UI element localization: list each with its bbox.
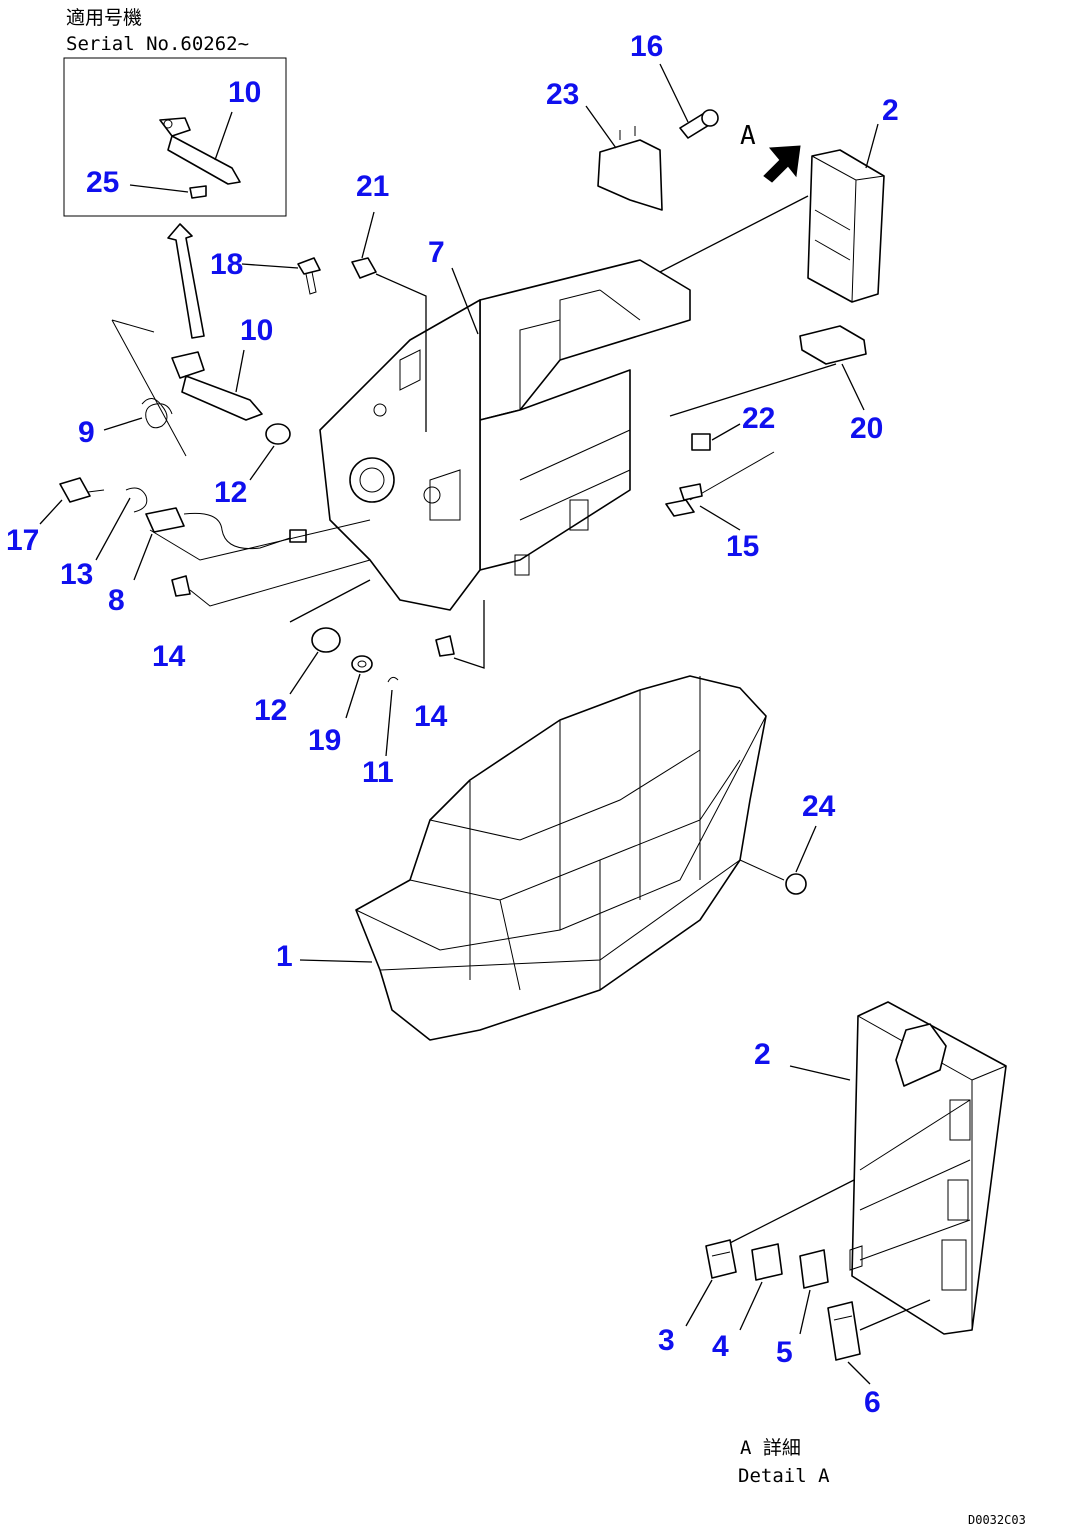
callout-3: 3	[658, 1324, 675, 1357]
callout-12-lower: 12	[254, 694, 287, 727]
part-12-bush-upper	[265, 423, 291, 445]
callout-24: 24	[802, 790, 836, 823]
callout-2-upper: 2	[882, 94, 899, 127]
callout-6: 6	[864, 1386, 881, 1419]
part-17	[59, 477, 105, 503]
callout-17: 17	[6, 524, 39, 557]
callout-labels: 1 2 2 3 4 5 6 7 8 9 10 10 11 12 12 13 14…	[6, 30, 899, 1419]
part-18	[297, 257, 321, 295]
callout-2-detail: 2	[754, 1038, 771, 1071]
callout-7: 7	[428, 236, 445, 269]
callout-10-inset: 10	[228, 76, 261, 109]
callout-13: 13	[60, 558, 93, 591]
callout-25: 25	[86, 166, 119, 199]
callout-4: 4	[712, 1330, 729, 1363]
part-1-cover	[355, 675, 767, 1041]
callout-23: 23	[546, 78, 579, 111]
part-9-spring	[111, 319, 187, 457]
serial-inset-box	[63, 57, 287, 217]
part-23-bracket	[597, 126, 663, 211]
part-20	[799, 325, 867, 365]
callout-22: 22	[742, 402, 775, 435]
connector-3	[705, 1239, 737, 1279]
connector-6	[827, 1301, 861, 1361]
callout-8: 8	[108, 584, 125, 617]
part-16-bolt	[679, 109, 719, 139]
part-2-upper	[807, 149, 885, 303]
detail-subtitle: Detail A	[738, 1465, 830, 1487]
callout-21: 21	[356, 170, 389, 203]
callout-15: 15	[726, 530, 759, 563]
part-12-bush-lower	[311, 627, 341, 653]
detail-a-part-2	[849, 1001, 1007, 1335]
callout-5: 5	[776, 1336, 793, 1369]
view-a-marker: A	[740, 121, 756, 151]
callout-20: 20	[850, 412, 883, 445]
callout-19: 19	[308, 724, 341, 757]
inset-part-25	[189, 185, 207, 199]
connector-5	[799, 1249, 829, 1289]
callout-14-left: 14	[152, 640, 186, 673]
drawing-code: D0032C03	[968, 1513, 1026, 1527]
leader-lines	[39, 63, 879, 1385]
callout-14-right: 14	[414, 700, 448, 733]
applicable-label: 適用号機	[66, 7, 142, 29]
part-14-clamp-right	[435, 635, 455, 657]
inset-reference-arrow	[167, 223, 205, 339]
view-arrow	[763, 145, 801, 183]
callout-11: 11	[362, 756, 394, 789]
part-24	[739, 859, 807, 895]
connector-4	[751, 1243, 783, 1281]
callout-9: 9	[78, 416, 95, 449]
part-21	[351, 257, 377, 279]
callout-12-upper: 12	[214, 476, 247, 509]
callout-10: 10	[240, 314, 273, 347]
part-10	[171, 351, 263, 421]
callout-16: 16	[630, 30, 663, 63]
inset-part-10	[159, 117, 241, 185]
part-19-washer	[351, 655, 373, 673]
part-14-clamp-left	[171, 575, 191, 597]
callout-18: 18	[210, 248, 243, 281]
part-13	[125, 487, 148, 513]
part-15-cable	[665, 451, 775, 517]
part-11-clip	[387, 676, 399, 683]
main-frame	[319, 259, 691, 611]
part-22	[691, 433, 711, 451]
detail-title: A 詳細	[740, 1437, 801, 1459]
callout-1: 1	[276, 940, 293, 973]
serial-label: Serial No.60262~	[66, 33, 249, 55]
